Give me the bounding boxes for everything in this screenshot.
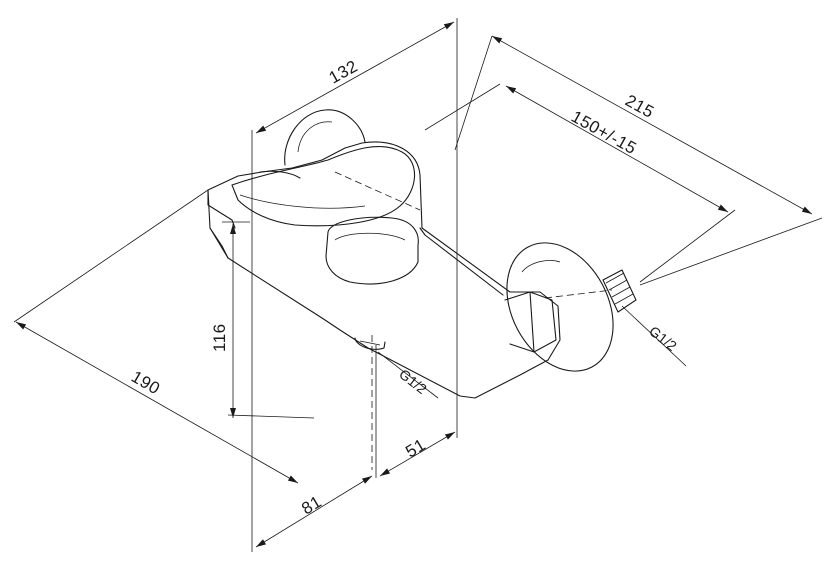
dim-label-51: 51: [402, 435, 429, 462]
dim-line-132: [255, 21, 455, 134]
mixer-body: [207, 109, 637, 470]
dim-line-215: [491, 35, 813, 215]
dim-label-81: 81: [298, 492, 325, 519]
right-wall-flange: [506, 242, 614, 372]
dim-line-190: [15, 321, 299, 484]
wall-connection-thread: [602, 269, 637, 313]
dim-line-150: [505, 85, 729, 213]
leader-wall-connection: [621, 305, 687, 367]
outlet-block: [504, 291, 557, 353]
rear-wall-flange: [284, 109, 366, 166]
dim-label-215: 215: [622, 91, 657, 122]
body-outline: [207, 141, 561, 399]
thread-label-bottom-outlet: G1/2: [396, 366, 430, 397]
dim-line-81: [255, 475, 373, 548]
lever-handle: [231, 145, 416, 227]
dim-label-132: 132: [326, 56, 361, 87]
dim-label-150: 150+/-15: [568, 107, 640, 158]
dim-label-116: 116: [210, 323, 229, 352]
cartridge-dome: [325, 216, 419, 285]
thread-label-wall-connection: G1/2: [646, 323, 680, 354]
dimension-lines: [15, 21, 813, 548]
bottom-outlet: [354, 337, 386, 350]
extension-lines: [13, 18, 823, 552]
dim-label-190: 190: [128, 367, 163, 398]
leader-bottom-outlet: [377, 351, 439, 399]
dim-line-51: [379, 431, 456, 477]
dimension-labels: 132 215 150+/-15 116 190 81 51 G1/2 G1/2: [128, 56, 680, 518]
